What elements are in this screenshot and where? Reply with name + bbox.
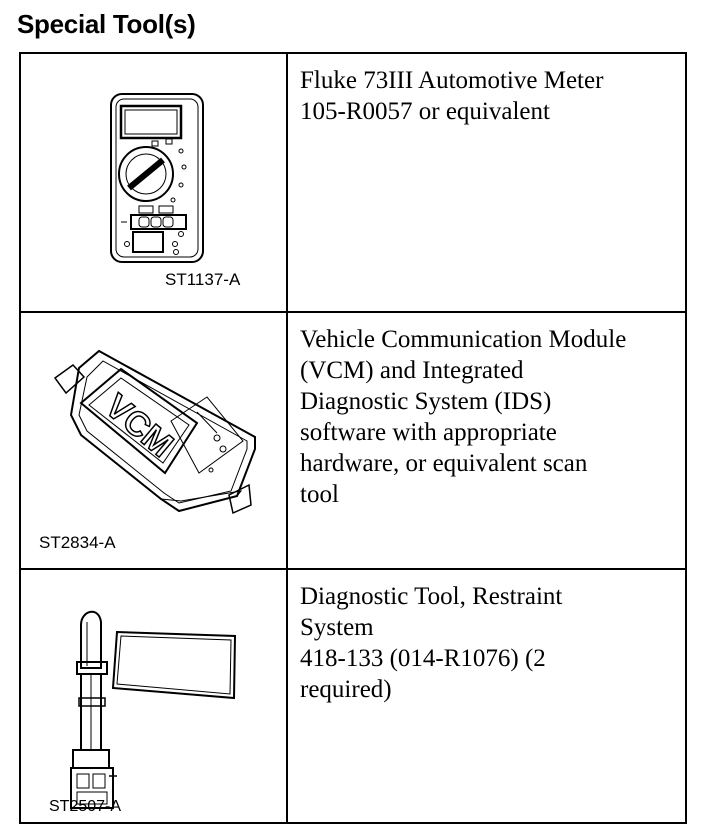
tool-row-2: VCM ST2834-A Vehicle Communication Modul…: [21, 313, 685, 570]
description-line: 105-R0057 or equivalent: [300, 98, 550, 125]
description-line: tool: [300, 481, 339, 508]
description-line: required): [300, 676, 392, 703]
special-tools-table: ST1137-A Fluke 73III Automotive Meter 10…: [19, 52, 687, 824]
description-line: System: [300, 614, 374, 641]
restraint-diagnostic-tool-icon: [70, 610, 237, 809]
tool-row-3: ST2507-A Diagnostic Tool, Restraint Syst…: [21, 570, 685, 822]
tool-description: Fluke 73III Automotive Meter 105-R0057 o…: [300, 65, 685, 127]
description-line: Fluke 73III Automotive Meter: [300, 67, 604, 94]
tool-row-1: ST1137-A Fluke 73III Automotive Meter 10…: [21, 54, 685, 313]
tool-image-cell: ST2507-A: [21, 570, 288, 822]
figure-code: ST2834-A: [39, 533, 116, 552]
description-line: Diagnostic Tool, Restraint: [300, 583, 563, 610]
vcm-module-icon: VCM: [53, 349, 256, 515]
figure-code: ST1137-A: [165, 270, 241, 289]
description-line: (VCM) and Integrated: [300, 357, 524, 384]
tool-image-cell: VCM ST2834-A: [21, 313, 288, 568]
description-line: hardware, or equivalent scan: [300, 450, 588, 477]
figure-code: ST2507-A: [49, 798, 122, 815]
page-title: Special Tool(s): [17, 9, 196, 39]
tool-description: Diagnostic Tool, Restraint System 418-13…: [300, 581, 685, 705]
description-line: Vehicle Communication Module: [300, 326, 627, 353]
multimeter-icon: [110, 93, 204, 263]
description-line: software with appropriate: [300, 419, 557, 446]
vcm-label: VCM: [98, 387, 180, 465]
tool-description: Vehicle Communication Module (VCM) and I…: [300, 324, 685, 510]
description-line: 418-133 (014-R1076) (2: [300, 645, 546, 672]
description-line: Diagnostic System (IDS): [300, 388, 552, 415]
tool-image-cell: ST1137-A: [21, 54, 288, 311]
